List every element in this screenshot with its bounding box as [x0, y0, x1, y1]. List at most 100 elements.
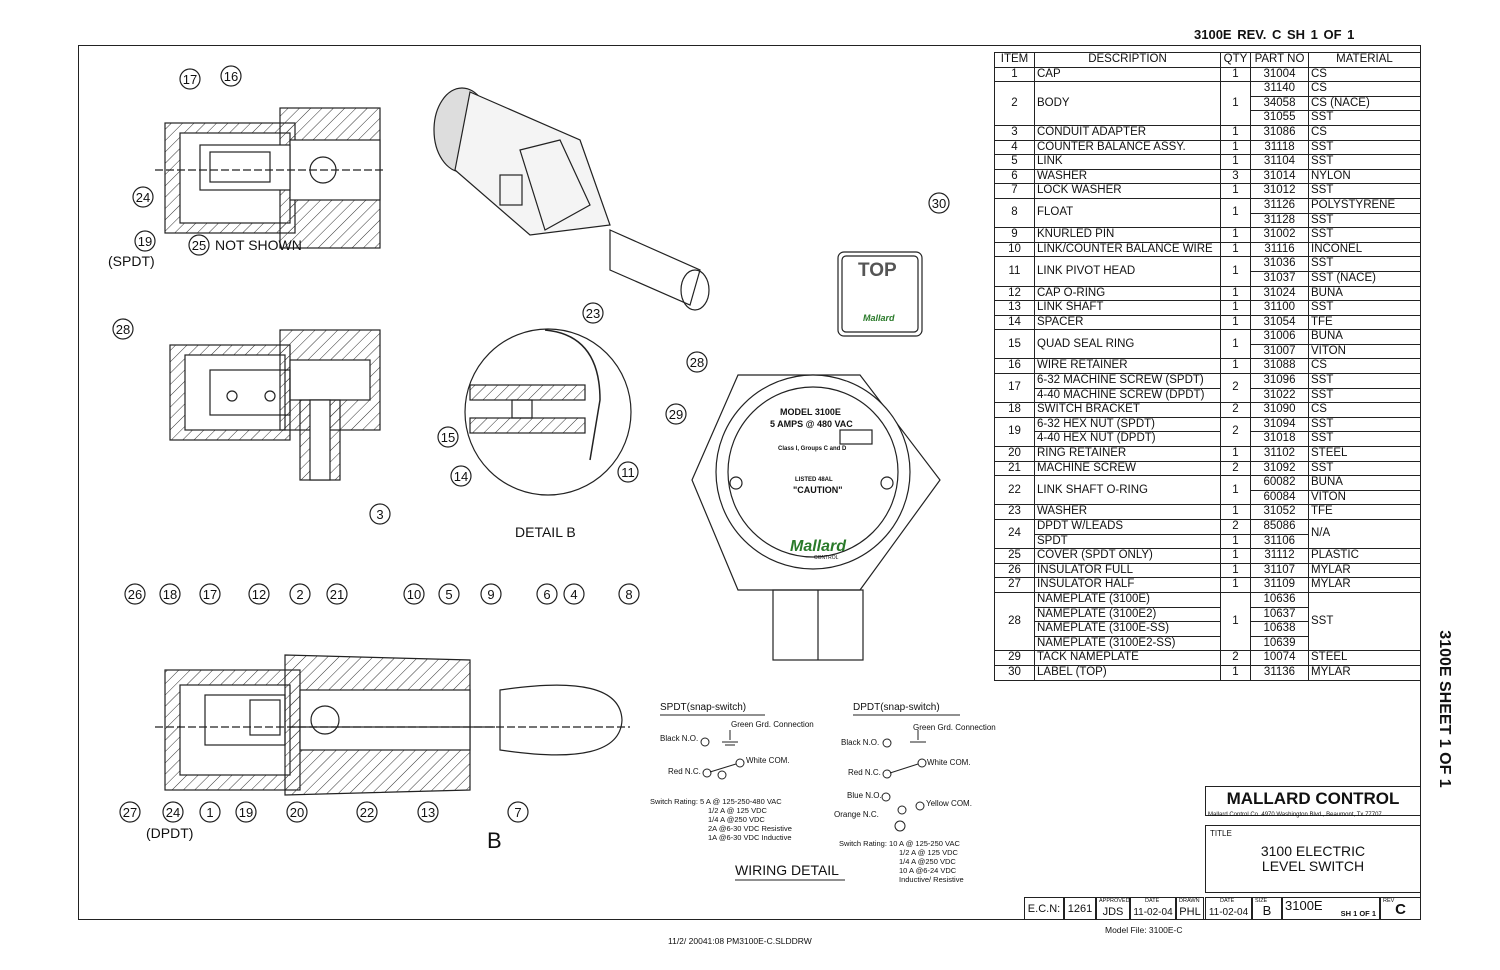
- bom-part-no: 60084: [1250, 489, 1309, 506]
- dpdt-wiring-title: DPDT(snap-switch): [853, 702, 940, 713]
- bom-qty: 1: [1220, 81, 1251, 126]
- bom-material: SST: [1308, 256, 1421, 272]
- svg-text:8: 8: [625, 587, 632, 602]
- dpdt-black-no: Black N.O.: [841, 738, 880, 747]
- svg-text:20: 20: [290, 805, 304, 820]
- bom-item: 25: [994, 548, 1035, 564]
- nameplate-model: MODEL 3100E: [780, 407, 841, 417]
- bom-material: CS: [1308, 358, 1421, 375]
- bom-description: NAMEPLATE (3100E-SS): [1034, 621, 1221, 637]
- bom-description: DPDT W/LEADS: [1034, 519, 1221, 535]
- bom-description: MACHINE SCREW: [1034, 460, 1221, 477]
- bom-material: PLASTIC: [1308, 548, 1421, 564]
- svg-text:29: 29: [669, 407, 683, 422]
- bom-qty: 2: [1220, 460, 1251, 477]
- bom-description: WIRE RETAINER: [1034, 358, 1221, 375]
- bom-part-no: 31102: [1250, 446, 1309, 462]
- bom-material: CS: [1308, 124, 1421, 141]
- bom-part-no: 31006: [1250, 329, 1309, 345]
- bom-qty: 2: [1220, 650, 1251, 666]
- bom-description: NAMEPLATE (3100E): [1034, 591, 1221, 608]
- top-label-text: TOP: [858, 260, 897, 281]
- bom-item: 9: [994, 227, 1035, 243]
- bom-item: 14: [994, 314, 1035, 331]
- bom-part-no: 60082: [1250, 475, 1309, 491]
- bom-item: 4: [994, 139, 1035, 156]
- bom-qty: 3: [1220, 168, 1251, 185]
- bom-item: 7: [994, 183, 1035, 199]
- bom-description: 4-40 HEX NUT (DPDT): [1034, 431, 1221, 448]
- svg-text:6: 6: [543, 587, 550, 602]
- spdt-label: (SPDT): [108, 253, 155, 269]
- bom-material: SST: [1308, 387, 1421, 404]
- svg-text:27: 27: [123, 805, 137, 820]
- bom-material: TFE: [1308, 504, 1421, 520]
- dpdt-label: (DPDT): [146, 825, 194, 841]
- bom-part-no: 31012: [1250, 183, 1309, 199]
- nameplate-class: Class I, Groups C and D: [778, 446, 847, 452]
- bom-description: 6-32 HEX NUT (SPDT): [1034, 416, 1221, 433]
- svg-text:5: 5: [445, 587, 452, 602]
- nameplate-rating: 5 AMPS @ 480 VAC: [770, 419, 853, 429]
- bom-qty: 1: [1220, 197, 1251, 229]
- bom-item: 26: [994, 562, 1035, 579]
- bom-description: SPDT: [1034, 533, 1221, 550]
- bom-material: CS: [1308, 81, 1421, 97]
- bom-qty: 1: [1220, 664, 1251, 681]
- bom-description: LINK SHAFT: [1034, 300, 1221, 316]
- svg-text:12: 12: [252, 587, 266, 602]
- bom-qty: 1: [1220, 256, 1251, 287]
- bom-part-no: 31007: [1250, 343, 1309, 360]
- section-view-middle: [169, 329, 381, 481]
- bom-qty: 1: [1220, 124, 1251, 141]
- bom-description: INSULATOR HALF: [1034, 577, 1221, 593]
- bom-item: 11: [994, 256, 1035, 287]
- bom-material: VITON: [1308, 343, 1421, 360]
- bom-qty: 2: [1220, 402, 1251, 418]
- svg-text:21: 21: [330, 587, 344, 602]
- bom-qty: 2: [1220, 373, 1251, 404]
- bom-item: 5: [994, 154, 1035, 170]
- bom-part-no: 31126: [1250, 197, 1309, 214]
- bom-qty: 1: [1220, 591, 1251, 652]
- bom-material: STEEL: [1308, 446, 1421, 462]
- dpdt-orange-nc: Orange N.C.: [834, 810, 879, 819]
- bom-material: INCONEL: [1308, 241, 1421, 258]
- bom-material: STEEL: [1308, 650, 1421, 666]
- bom-description: SWITCH BRACKET: [1034, 402, 1221, 418]
- title-line-2: LEVEL SWITCH: [1261, 858, 1365, 874]
- bom-material: CS (NACE): [1308, 95, 1421, 112]
- bom-item: 6: [994, 168, 1035, 185]
- bom-item: 17: [994, 373, 1035, 404]
- svg-text:17: 17: [203, 587, 217, 602]
- bom-qty: 1: [1220, 300, 1251, 316]
- svg-text:30: 30: [932, 196, 946, 211]
- dpdt-red-nc: Red N.C.: [848, 768, 881, 777]
- bom-part-no: 31100: [1250, 300, 1309, 316]
- bom-material: MYLAR: [1308, 562, 1421, 579]
- bom-part-no: 31024: [1250, 285, 1309, 302]
- bom-item: 19: [994, 416, 1035, 448]
- svg-text:17: 17: [183, 72, 197, 87]
- svg-text:11: 11: [621, 465, 635, 480]
- bom-part-no: 10636: [1250, 591, 1309, 608]
- bom-part-no: 31036: [1250, 256, 1309, 272]
- bom-material: SST: [1308, 431, 1421, 448]
- bom-material: SST: [1308, 416, 1421, 433]
